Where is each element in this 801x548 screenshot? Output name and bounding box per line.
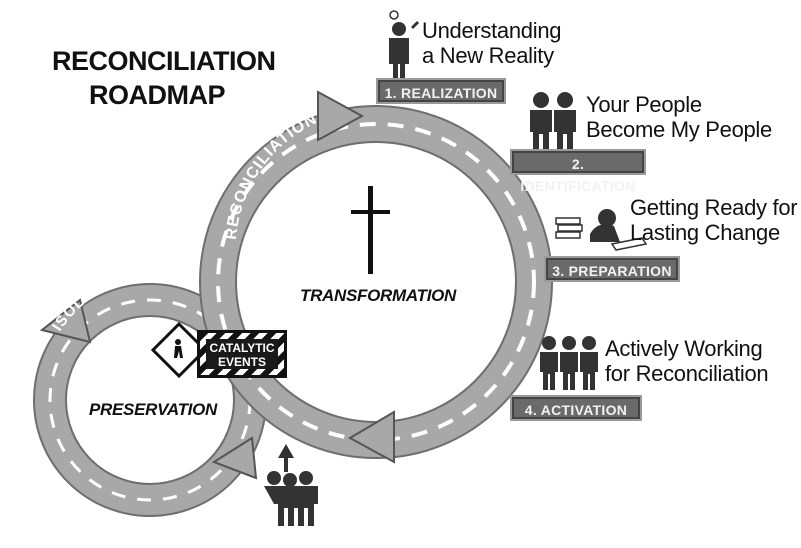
stage-1-caption-line-2: a New Reality bbox=[422, 43, 554, 68]
stage-2-caption-line-1: Your People bbox=[586, 92, 702, 117]
title-line-2: ROADMAP bbox=[89, 80, 226, 110]
stage-1-caption: Understanding a New Reality bbox=[422, 18, 562, 68]
stage-2-box: 2. IDENTIFICATION bbox=[510, 149, 646, 194]
stage-4-caption-line-1: Actively Working bbox=[605, 336, 763, 361]
crowd-up-arrow-icon bbox=[264, 444, 318, 526]
catalytic-line-2: EVENTS bbox=[217, 355, 266, 369]
stage-1-caption-line-1: Understanding bbox=[422, 18, 562, 43]
stage-4-caption: Actively Working for Reconciliation bbox=[605, 336, 769, 386]
stage-2-caption: Your People Become My People bbox=[586, 92, 772, 142]
stage-3-caption-line-1: Getting Ready for bbox=[630, 195, 798, 220]
person-studying-icon bbox=[555, 209, 648, 251]
stage-4-caption-line-2: for Reconciliation bbox=[605, 361, 769, 386]
arrow-head-bottom bbox=[347, 410, 395, 464]
stage-2-caption-line-2: Become My People bbox=[586, 117, 772, 142]
arrow-head-merge bbox=[211, 436, 258, 480]
arrow-head-left bbox=[39, 298, 92, 344]
stage-3-box: 3. PREPARATION bbox=[544, 256, 680, 282]
construction-sign-icon bbox=[150, 321, 208, 379]
preservation-label: PRESERVATION bbox=[89, 400, 218, 419]
stage-3-caption-line-2: Lasting Change bbox=[630, 220, 780, 245]
reconciliation-loop bbox=[199, 105, 553, 459]
diagram-title: RECONCILIATION ROADMAP bbox=[52, 44, 276, 112]
stage-1-box: 1. REALIZATION bbox=[376, 78, 506, 104]
three-people-icon bbox=[540, 336, 598, 390]
person-lightbulb-icon bbox=[389, 10, 420, 82]
catalytic-line-1: CATALYTIC bbox=[209, 341, 275, 355]
stage-3-caption: Getting Ready for Lasting Change bbox=[630, 195, 798, 245]
catalytic-events-sign: CATALYTIC EVENTS bbox=[197, 330, 287, 378]
transformation-label: TRANSFORMATION bbox=[300, 286, 457, 305]
arrow-head-top bbox=[317, 90, 365, 142]
stage-4-box: 4. ACTIVATION bbox=[510, 395, 642, 421]
cross-icon bbox=[351, 186, 390, 274]
two-people-icon bbox=[530, 92, 576, 150]
title-line-1: RECONCILIATION bbox=[52, 46, 276, 76]
